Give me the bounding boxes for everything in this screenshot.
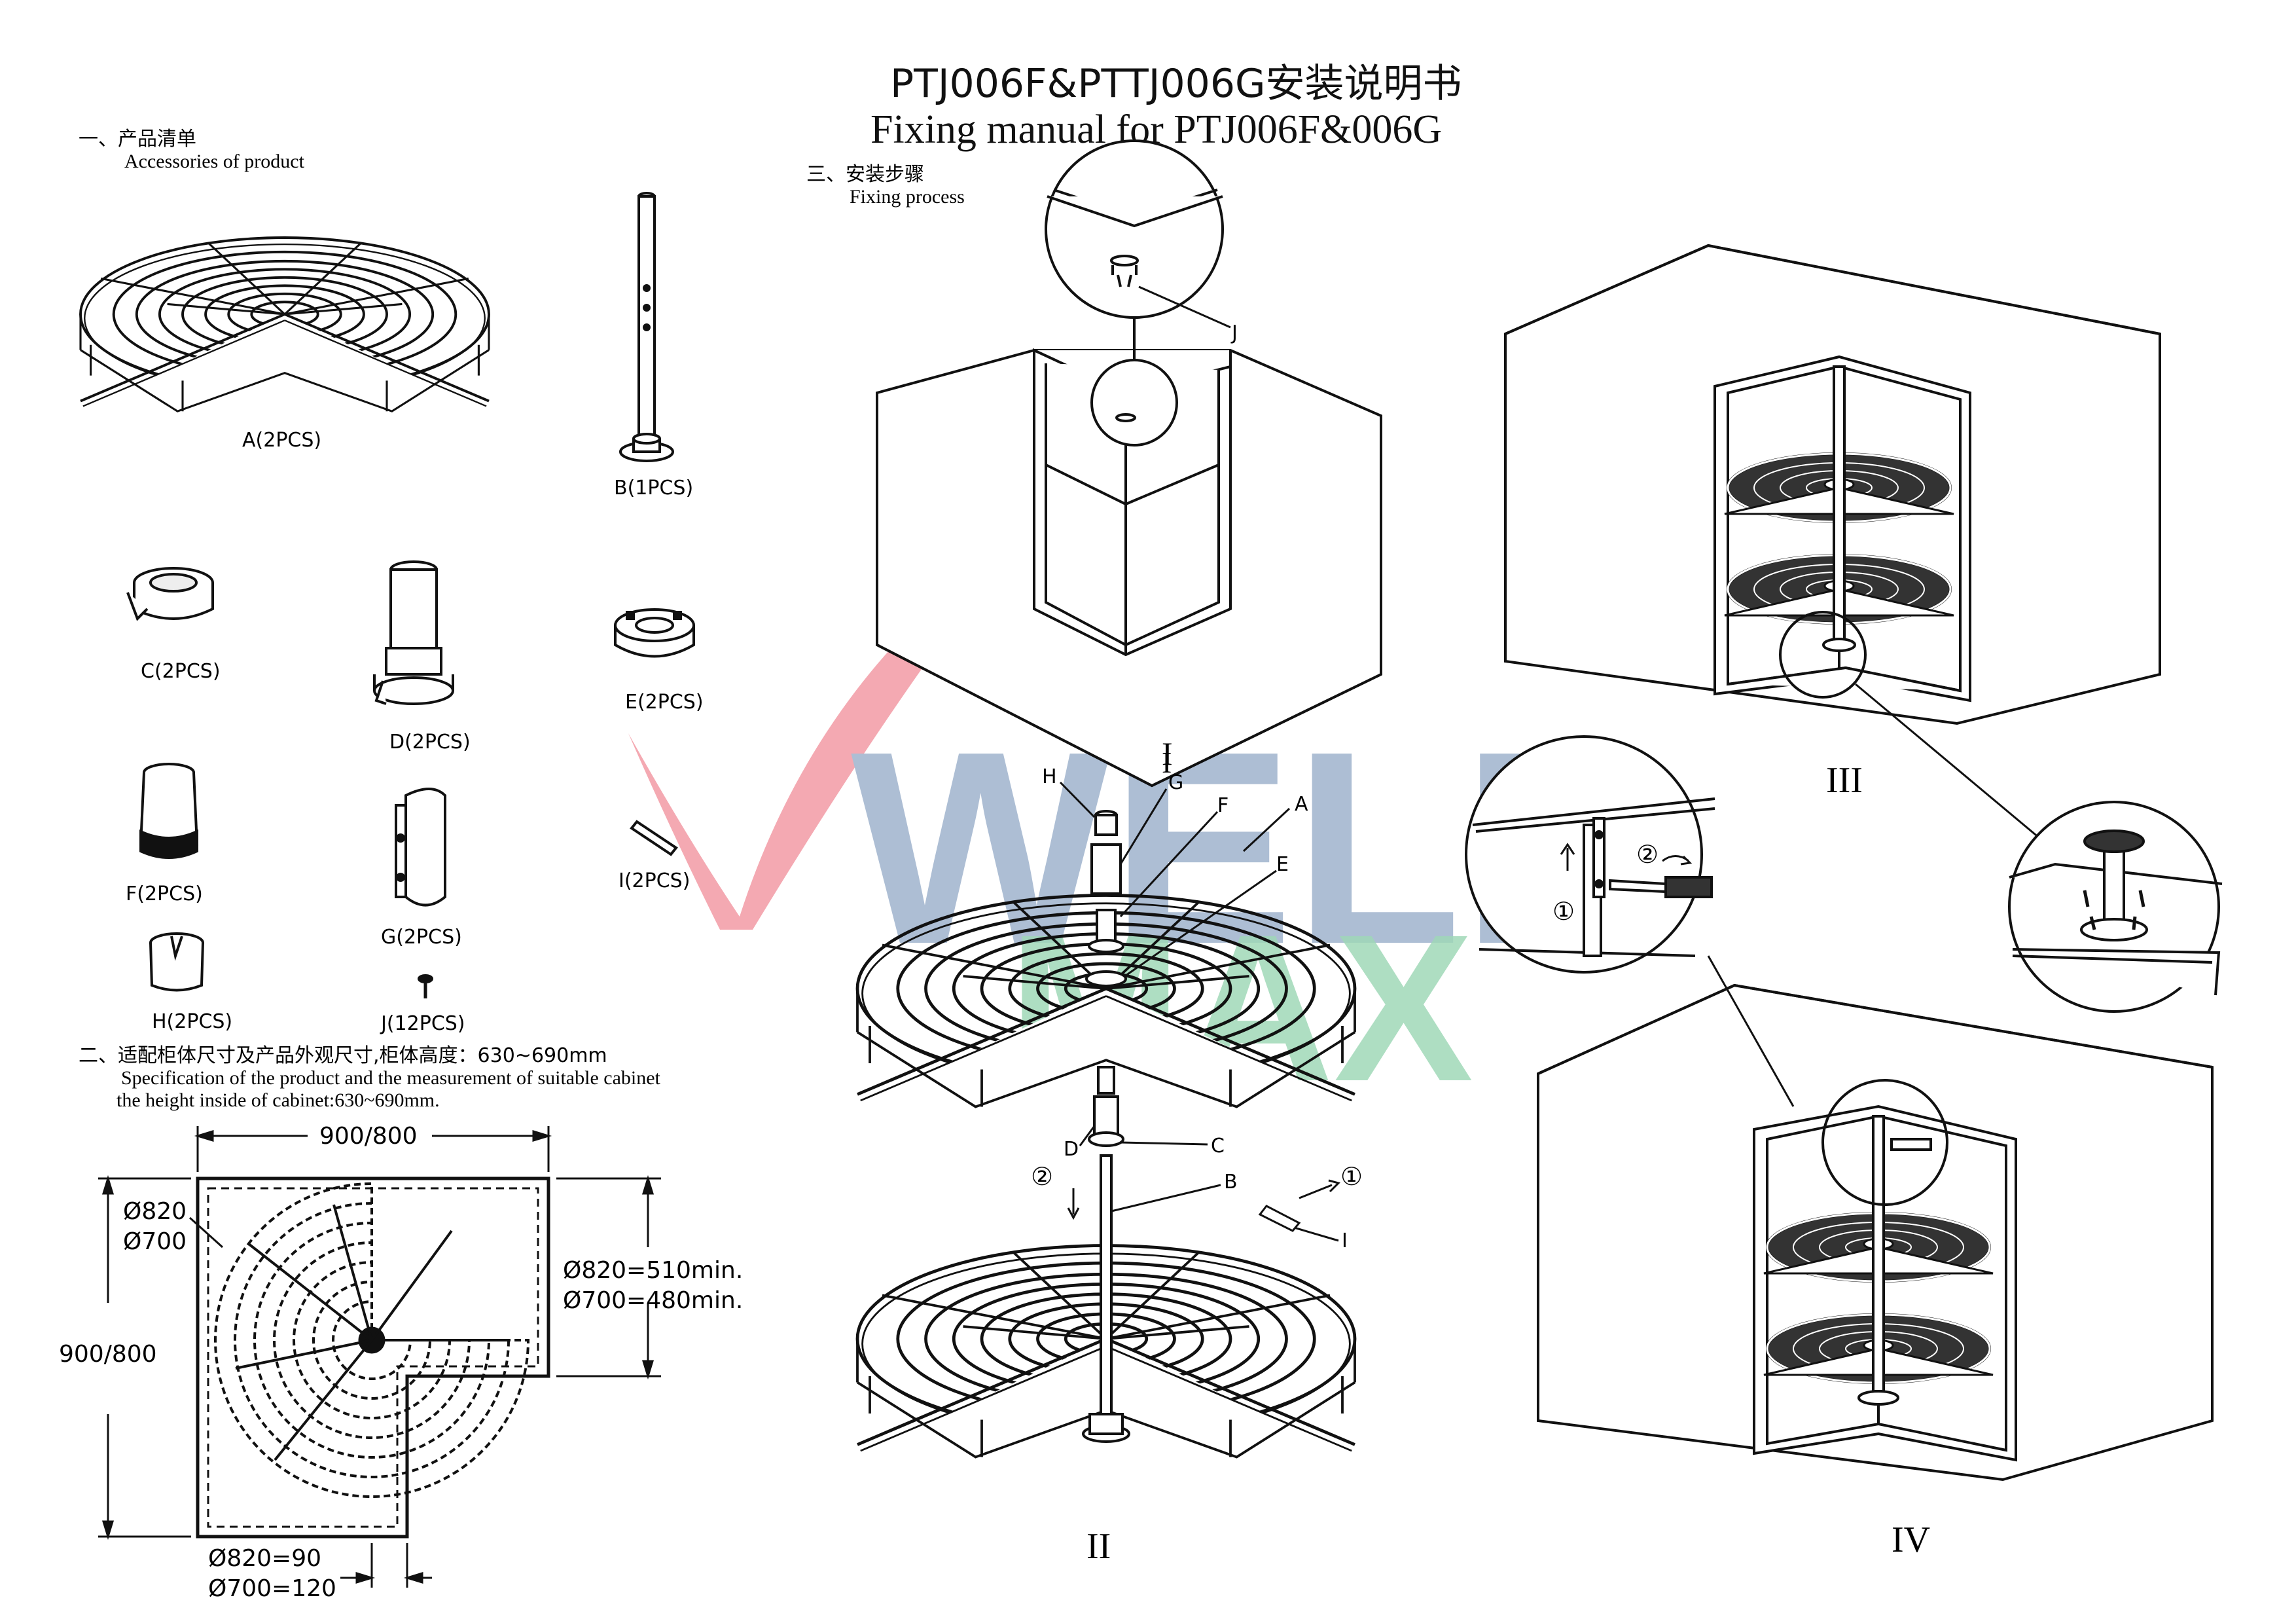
- part-i-label: I(2PCS): [619, 869, 690, 892]
- section3-heading-en: Fixing process: [850, 186, 965, 208]
- callout-f: F: [1217, 794, 1229, 817]
- spec-cabinet-plan: [98, 1126, 661, 1588]
- part-g-clamp-drawing: [395, 788, 446, 907]
- dim-top-width: 900/800: [319, 1123, 418, 1150]
- part-j-screw-drawing: [418, 974, 433, 998]
- step-4-callout-1: ①: [1552, 897, 1575, 926]
- part-e-ring-drawing: [614, 608, 695, 658]
- part-d-label: D(2PCS): [389, 731, 471, 754]
- step-1-numeral: I: [1162, 746, 1172, 779]
- section2-heading-cn: 二、适配柜体尺寸及产品外观尺寸,柜体高度：630~690mm: [79, 1044, 607, 1067]
- dim-right-820: Ø820=510min.: [563, 1257, 743, 1284]
- section2-heading-en-2: the height inside of cabinet:630~690mm.: [117, 1089, 440, 1111]
- watermark-red-swoosh: [628, 452, 1139, 930]
- step-4-cabinet-drawing: [1465, 735, 2214, 1482]
- callout-e: E: [1276, 853, 1289, 876]
- dim-diameter-700: Ø700: [123, 1228, 187, 1255]
- part-i-pin-drawing: [630, 820, 678, 856]
- dim-bottom-700: Ø700=120: [208, 1575, 336, 1602]
- part-f-cap-drawing: [139, 763, 199, 859]
- callout-c: C: [1211, 1135, 1225, 1158]
- part-c-collar-drawing: [126, 567, 214, 621]
- section1-heading-en: Accessories of product: [124, 151, 305, 172]
- callout-d: D: [1064, 1138, 1079, 1161]
- step-2-assembly-drawing: [845, 781, 1367, 1463]
- step-4-callout-2: ②: [1636, 840, 1659, 869]
- part-c-label: C(2PCS): [141, 660, 221, 683]
- part-b-label: B(1PCS): [614, 477, 693, 500]
- part-j-label: J(12PCS): [380, 1012, 465, 1035]
- step-4-numeral: IV: [1892, 1520, 1930, 1560]
- dim-side-height: 900/800: [59, 1341, 157, 1368]
- part-h-label: H(2PCS): [152, 1010, 232, 1033]
- part-f-label: F(2PCS): [126, 883, 203, 905]
- part-b-pole-drawing: [619, 192, 674, 462]
- callout-a: A: [1295, 793, 1308, 816]
- dim-right-700: Ø700=480min.: [563, 1287, 743, 1314]
- section3-heading-cn: 三、安装步骤: [806, 163, 924, 186]
- callout-h: H: [1042, 765, 1057, 788]
- section1-heading-cn: 一、产品清单: [79, 128, 196, 151]
- step-3-numeral: III: [1826, 760, 1863, 801]
- callout-step-1-circle: ①: [1340, 1162, 1363, 1191]
- callout-j: J: [1230, 321, 1238, 344]
- callout-i: I: [1342, 1230, 1348, 1252]
- section2-heading-en-1: Specification of the product and the mea…: [121, 1067, 661, 1089]
- part-e-label: E(2PCS): [625, 691, 704, 714]
- part-a-label: A(2PCS): [242, 429, 321, 452]
- callout-g: G: [1168, 771, 1183, 794]
- step-3-cabinet-drawing: [1504, 244, 2223, 1013]
- step-1-marker: I: [1162, 735, 1173, 772]
- part-a-basket-drawing: [69, 236, 501, 418]
- callout-step-2-circle: ②: [1031, 1162, 1053, 1191]
- part-h-sleeve-drawing: [149, 932, 204, 992]
- step-2-numeral: II: [1086, 1526, 1111, 1567]
- step-1-cabinet-drawing: [876, 139, 1382, 788]
- dim-bottom-820: Ø820=90: [208, 1545, 321, 1572]
- dim-diameter-820: Ø820: [123, 1198, 187, 1225]
- title-cn: PTJ006F&PTTJ006G安装说明书: [890, 61, 1462, 107]
- part-g-label: G(2PCS): [381, 926, 462, 949]
- callout-b: B: [1224, 1171, 1238, 1194]
- part-d-bearing-drawing: [373, 560, 454, 705]
